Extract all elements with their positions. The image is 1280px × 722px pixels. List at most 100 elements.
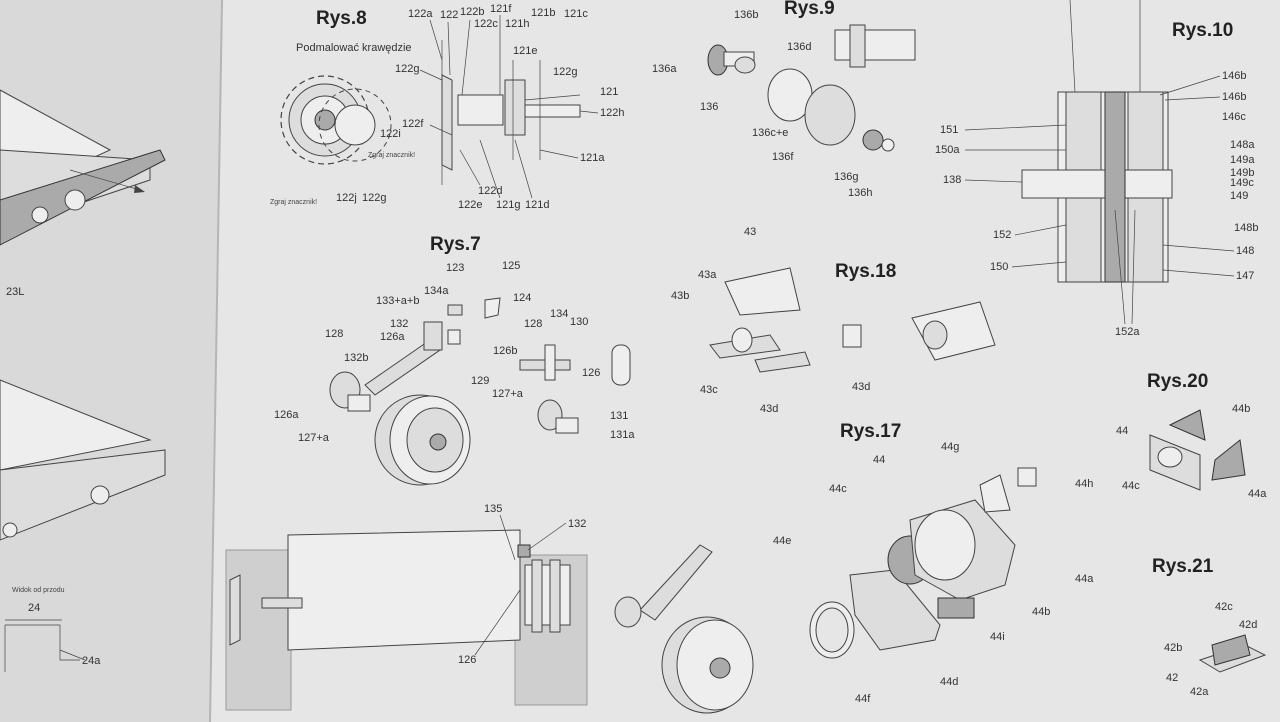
label-134: 132 (390, 318, 408, 330)
label-136b: 136b (734, 9, 758, 21)
label-135: 135 (484, 503, 502, 515)
label-44a: 44a (1075, 573, 1094, 585)
label-136g: 136g (834, 171, 858, 183)
label-152a: 152a (1115, 326, 1140, 338)
small-box-part (1198, 634, 1267, 673)
label-42: 42 (1166, 672, 1178, 684)
note-align-mark-1: Zgraj znacznik! (368, 152, 415, 159)
label-148b: 148b (1234, 222, 1258, 234)
label-125: 125 (502, 260, 520, 272)
hull-drawing-top (0, 89, 166, 246)
title-rys7: Rys.7 (430, 234, 481, 255)
label-44b: 44b (1032, 606, 1050, 618)
page-fold (209, 0, 223, 722)
label-126: 126 (582, 367, 600, 379)
label-44g: 44g (941, 441, 959, 453)
label-122g-b: 122g (553, 66, 577, 78)
label-126b: 126b (493, 345, 517, 357)
label-132: 126a (380, 331, 405, 343)
label-121a: 121a (580, 152, 605, 164)
title-rys21: Rys.21 (1152, 556, 1214, 577)
label-150a: 150a (935, 144, 960, 156)
label-136h: 136h (848, 187, 872, 199)
label-44: 44 (873, 454, 885, 466)
label-122g-a: 122g (395, 63, 419, 75)
label-122c: 122c (474, 18, 498, 30)
label-43c: 43c (700, 384, 718, 396)
label-44d: 44d (940, 676, 958, 688)
label-148: 148 (1236, 245, 1254, 257)
label-133-a-b: 133+a+b (376, 295, 419, 307)
label-132b: 132b (344, 352, 368, 364)
label-121g: 121g (496, 199, 520, 211)
front-view-sketch (4, 619, 86, 672)
label-121h: 121h (505, 18, 529, 30)
bracket-parts (709, 267, 996, 373)
label-122e: 122e (458, 199, 482, 211)
label-44i: 44i (990, 631, 1005, 643)
note-align-mark-2: Zgraj znacznik! (270, 199, 317, 206)
title-rys10: Rys.10 (1172, 20, 1233, 41)
label-149: 149 (1230, 190, 1248, 202)
leader-lines-rys10 (964, 75, 1235, 325)
label-149b: 149b (1230, 167, 1254, 179)
label-123: 123 (446, 262, 464, 274)
leader-lines-rys8 (419, 15, 599, 199)
label-43d-a: 43d (760, 403, 778, 415)
label-146c: 146c (1222, 111, 1246, 123)
label-24a: 24a (82, 655, 101, 667)
sprocket-hub-assembly (441, 40, 581, 185)
label-136a: 136a (652, 63, 677, 75)
title-rys18: Rys.18 (835, 261, 896, 282)
label-122a: 122a (408, 8, 433, 20)
label-127-a-a: 127+a (492, 388, 524, 400)
label-152: 152 (993, 229, 1011, 241)
label-42a: 42a (1190, 686, 1209, 698)
label-149c: 149c (1230, 177, 1254, 189)
label-44f: 44f (855, 693, 871, 705)
label-121c: 121c (564, 8, 588, 20)
label-44c: 44c (829, 483, 847, 495)
label-121: 121 (600, 86, 618, 98)
label-136c-e: 136c+e (752, 127, 788, 139)
label-128-a: 128 (325, 328, 343, 340)
label-122b: 122b (460, 6, 484, 18)
label-148a: 148a (1230, 139, 1255, 151)
label-121e: 121e (513, 45, 537, 57)
label-44e: 44e (773, 535, 791, 547)
leader-lines-bottom (474, 514, 567, 656)
label-43: 43 (744, 226, 756, 238)
hub-section-drawing (1021, 0, 1173, 283)
label-42b: 42b (1164, 642, 1182, 654)
label-121f: 121f (490, 3, 512, 15)
label-146b-a: 146b (1222, 70, 1246, 82)
label-23L: 23L (6, 286, 24, 298)
label-121d: 121d (525, 199, 549, 211)
label-44h: 44h (1075, 478, 1093, 490)
title-rys8: Rys.8 (316, 8, 367, 29)
label-147: 147 (1236, 270, 1254, 282)
label-122h: 122h (600, 107, 624, 119)
label-138: 138 (943, 174, 961, 186)
label-136d: 136d (787, 41, 811, 53)
label-44b-r20: 44b (1232, 403, 1250, 415)
label-122j: 122j (336, 192, 357, 204)
label-126a-a: 128 (524, 318, 542, 330)
exhaust-parts (809, 467, 1037, 659)
label-44a-r20: 44a (1248, 488, 1267, 500)
filter-box-parts (1149, 409, 1246, 491)
label-124: 124 (513, 292, 531, 304)
label-131: 131 (610, 410, 628, 422)
label-136: 136 (700, 101, 718, 113)
label-122f: 122f (402, 118, 424, 130)
label-43d-b: 43d (852, 381, 870, 393)
idler-parts (707, 24, 916, 152)
label-150: 150 (990, 261, 1008, 273)
label-134a: 134a (424, 285, 449, 297)
label-151: 151 (940, 124, 958, 136)
label-44c-r20: 44c (1122, 480, 1140, 492)
hull-drawing-bottom (0, 379, 166, 541)
sprocket-wheel (280, 75, 392, 165)
